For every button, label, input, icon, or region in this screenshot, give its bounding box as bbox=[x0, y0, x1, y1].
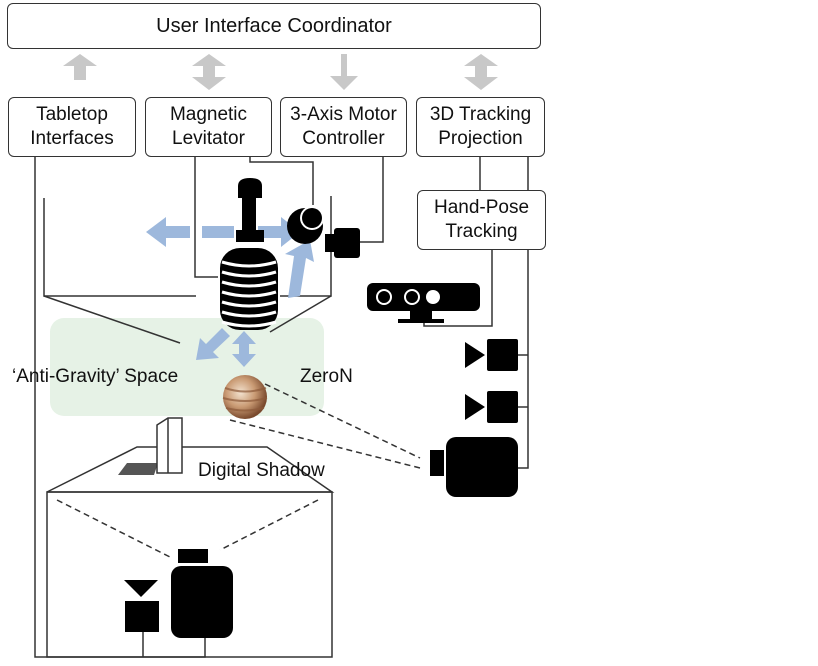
side-projector bbox=[430, 437, 518, 497]
anti-gravity-space-label: ‘Anti-Gravity’ Space bbox=[12, 366, 179, 387]
table-projector bbox=[171, 549, 233, 638]
coordinator-projection-arrow bbox=[464, 54, 498, 90]
projection-lines bbox=[56, 383, 421, 558]
depth-sensor bbox=[367, 283, 480, 323]
axis-y-arrow bbox=[285, 240, 314, 298]
tabletop-interfaces-box: Tabletop Interfaces bbox=[8, 97, 136, 157]
axis-x-middle-bar bbox=[202, 226, 234, 238]
hand-pose-tracking-box: Hand-Pose Tracking bbox=[417, 190, 546, 250]
coordinator-motor-arrow bbox=[330, 54, 358, 90]
axis-diagonal-arrow bbox=[196, 328, 230, 360]
digital-shadow-label: Digital Shadow bbox=[198, 460, 325, 481]
coordinator-arrows bbox=[63, 54, 498, 90]
coordinator-levitator-arrow bbox=[192, 54, 226, 90]
tracking-camera-2 bbox=[465, 391, 518, 423]
coordinator-tabletop-arrow bbox=[63, 54, 97, 80]
zeron-sphere bbox=[223, 375, 267, 419]
table-camera bbox=[124, 580, 159, 632]
magnetic-levitator-box: Magnetic Levitator bbox=[145, 97, 272, 157]
tracking-camera-1 bbox=[465, 339, 518, 371]
coil-windings bbox=[221, 260, 277, 328]
zeron-bands bbox=[222, 387, 268, 412]
tracking-projection-box: 3D Tracking Projection bbox=[416, 97, 545, 157]
digital-shadow-shape bbox=[118, 463, 158, 475]
tabletop-surface bbox=[46, 446, 335, 658]
motor-controller-box: 3-Axis Motor Controller bbox=[280, 97, 407, 157]
axis-z-arrow bbox=[232, 331, 256, 367]
motor-device bbox=[287, 206, 360, 258]
physical-object bbox=[156, 417, 183, 474]
zeron-label: ZeroN bbox=[300, 366, 353, 387]
axis-x-left-arrow bbox=[146, 217, 190, 247]
user-interface-coordinator-box: User Interface Coordinator bbox=[7, 3, 541, 49]
magnetic-levitator-device bbox=[220, 178, 278, 330]
